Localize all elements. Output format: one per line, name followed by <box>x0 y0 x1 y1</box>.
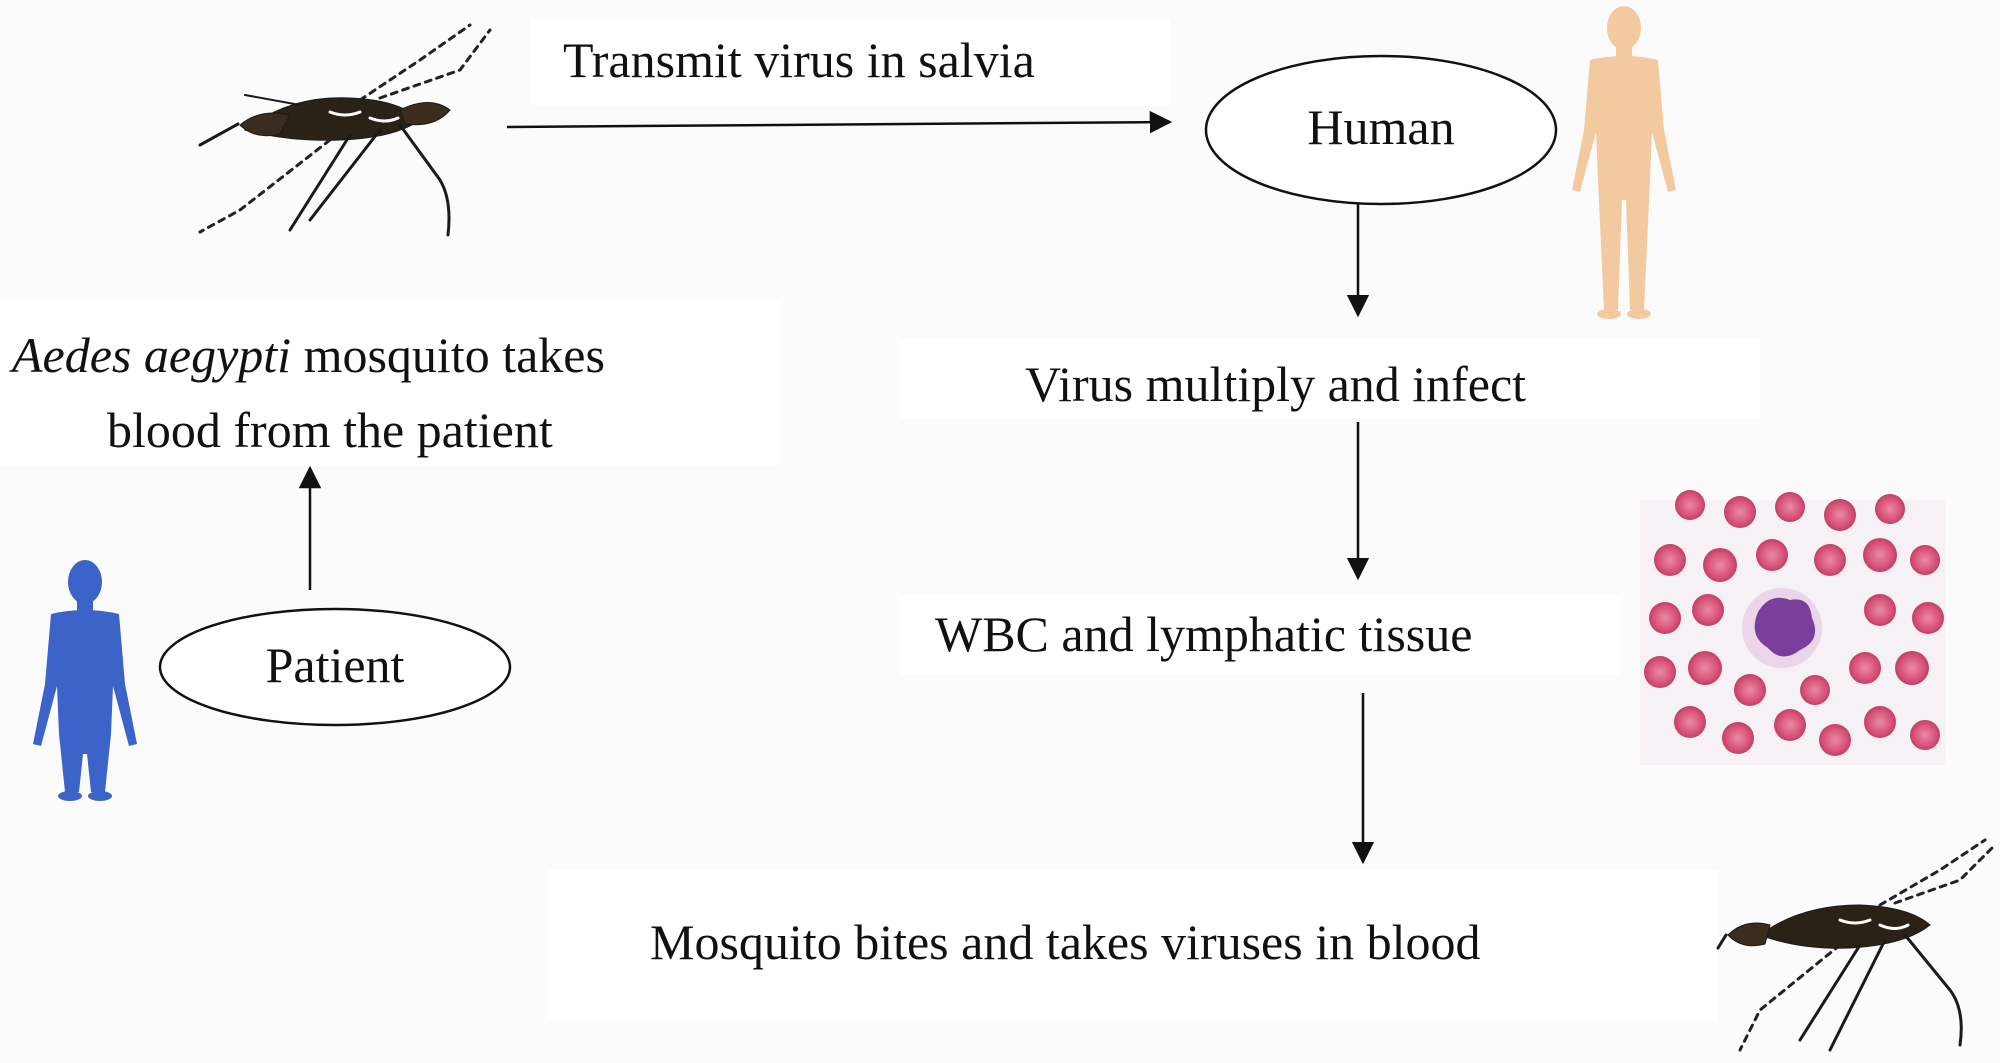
takes-blood-line1-rest: mosquito takes <box>291 327 605 383</box>
human-label: Human <box>1206 98 1556 156</box>
mosquito-icon-bottom <box>1718 840 1995 1050</box>
transmit-label: Transmit virus in salvia <box>563 28 1035 93</box>
species-name: Aedes aegypti <box>12 327 291 383</box>
human-figure-icon <box>1572 6 1676 319</box>
takes-blood-label-line2: blood from the patient <box>107 398 553 463</box>
wbc-label: WBC and lymphatic tissue <box>935 602 1472 667</box>
blood-cells-image <box>1640 490 1945 765</box>
bites-label: Mosquito bites and takes viruses in bloo… <box>650 910 1481 975</box>
arrow-mosquito-to-human <box>507 122 1170 127</box>
patient-label: Patient <box>160 636 510 694</box>
mosquito-icon-top <box>200 25 490 235</box>
multiply-label: Virus multiply and infect <box>1025 352 1526 417</box>
patient-figure-icon <box>33 560 137 801</box>
takes-blood-label-line1: Aedes aegypti mosquito takes <box>12 323 605 388</box>
